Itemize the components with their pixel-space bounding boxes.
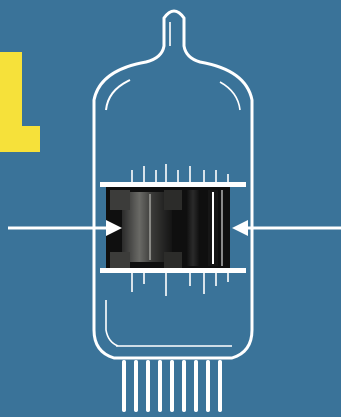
base-pins <box>124 362 220 410</box>
grid-plate <box>186 190 200 266</box>
glass-reflection-left <box>106 80 130 110</box>
upper-wires <box>132 164 228 182</box>
glass-reflection-side <box>106 300 118 346</box>
top-mica-plate <box>100 182 246 187</box>
glass-reflection-right <box>220 82 240 110</box>
yellow-glyph <box>0 52 40 152</box>
right-arrow <box>232 220 341 236</box>
left-arrow <box>8 220 122 236</box>
lower-wires <box>132 273 228 296</box>
bottom-mica-plate <box>100 268 246 273</box>
